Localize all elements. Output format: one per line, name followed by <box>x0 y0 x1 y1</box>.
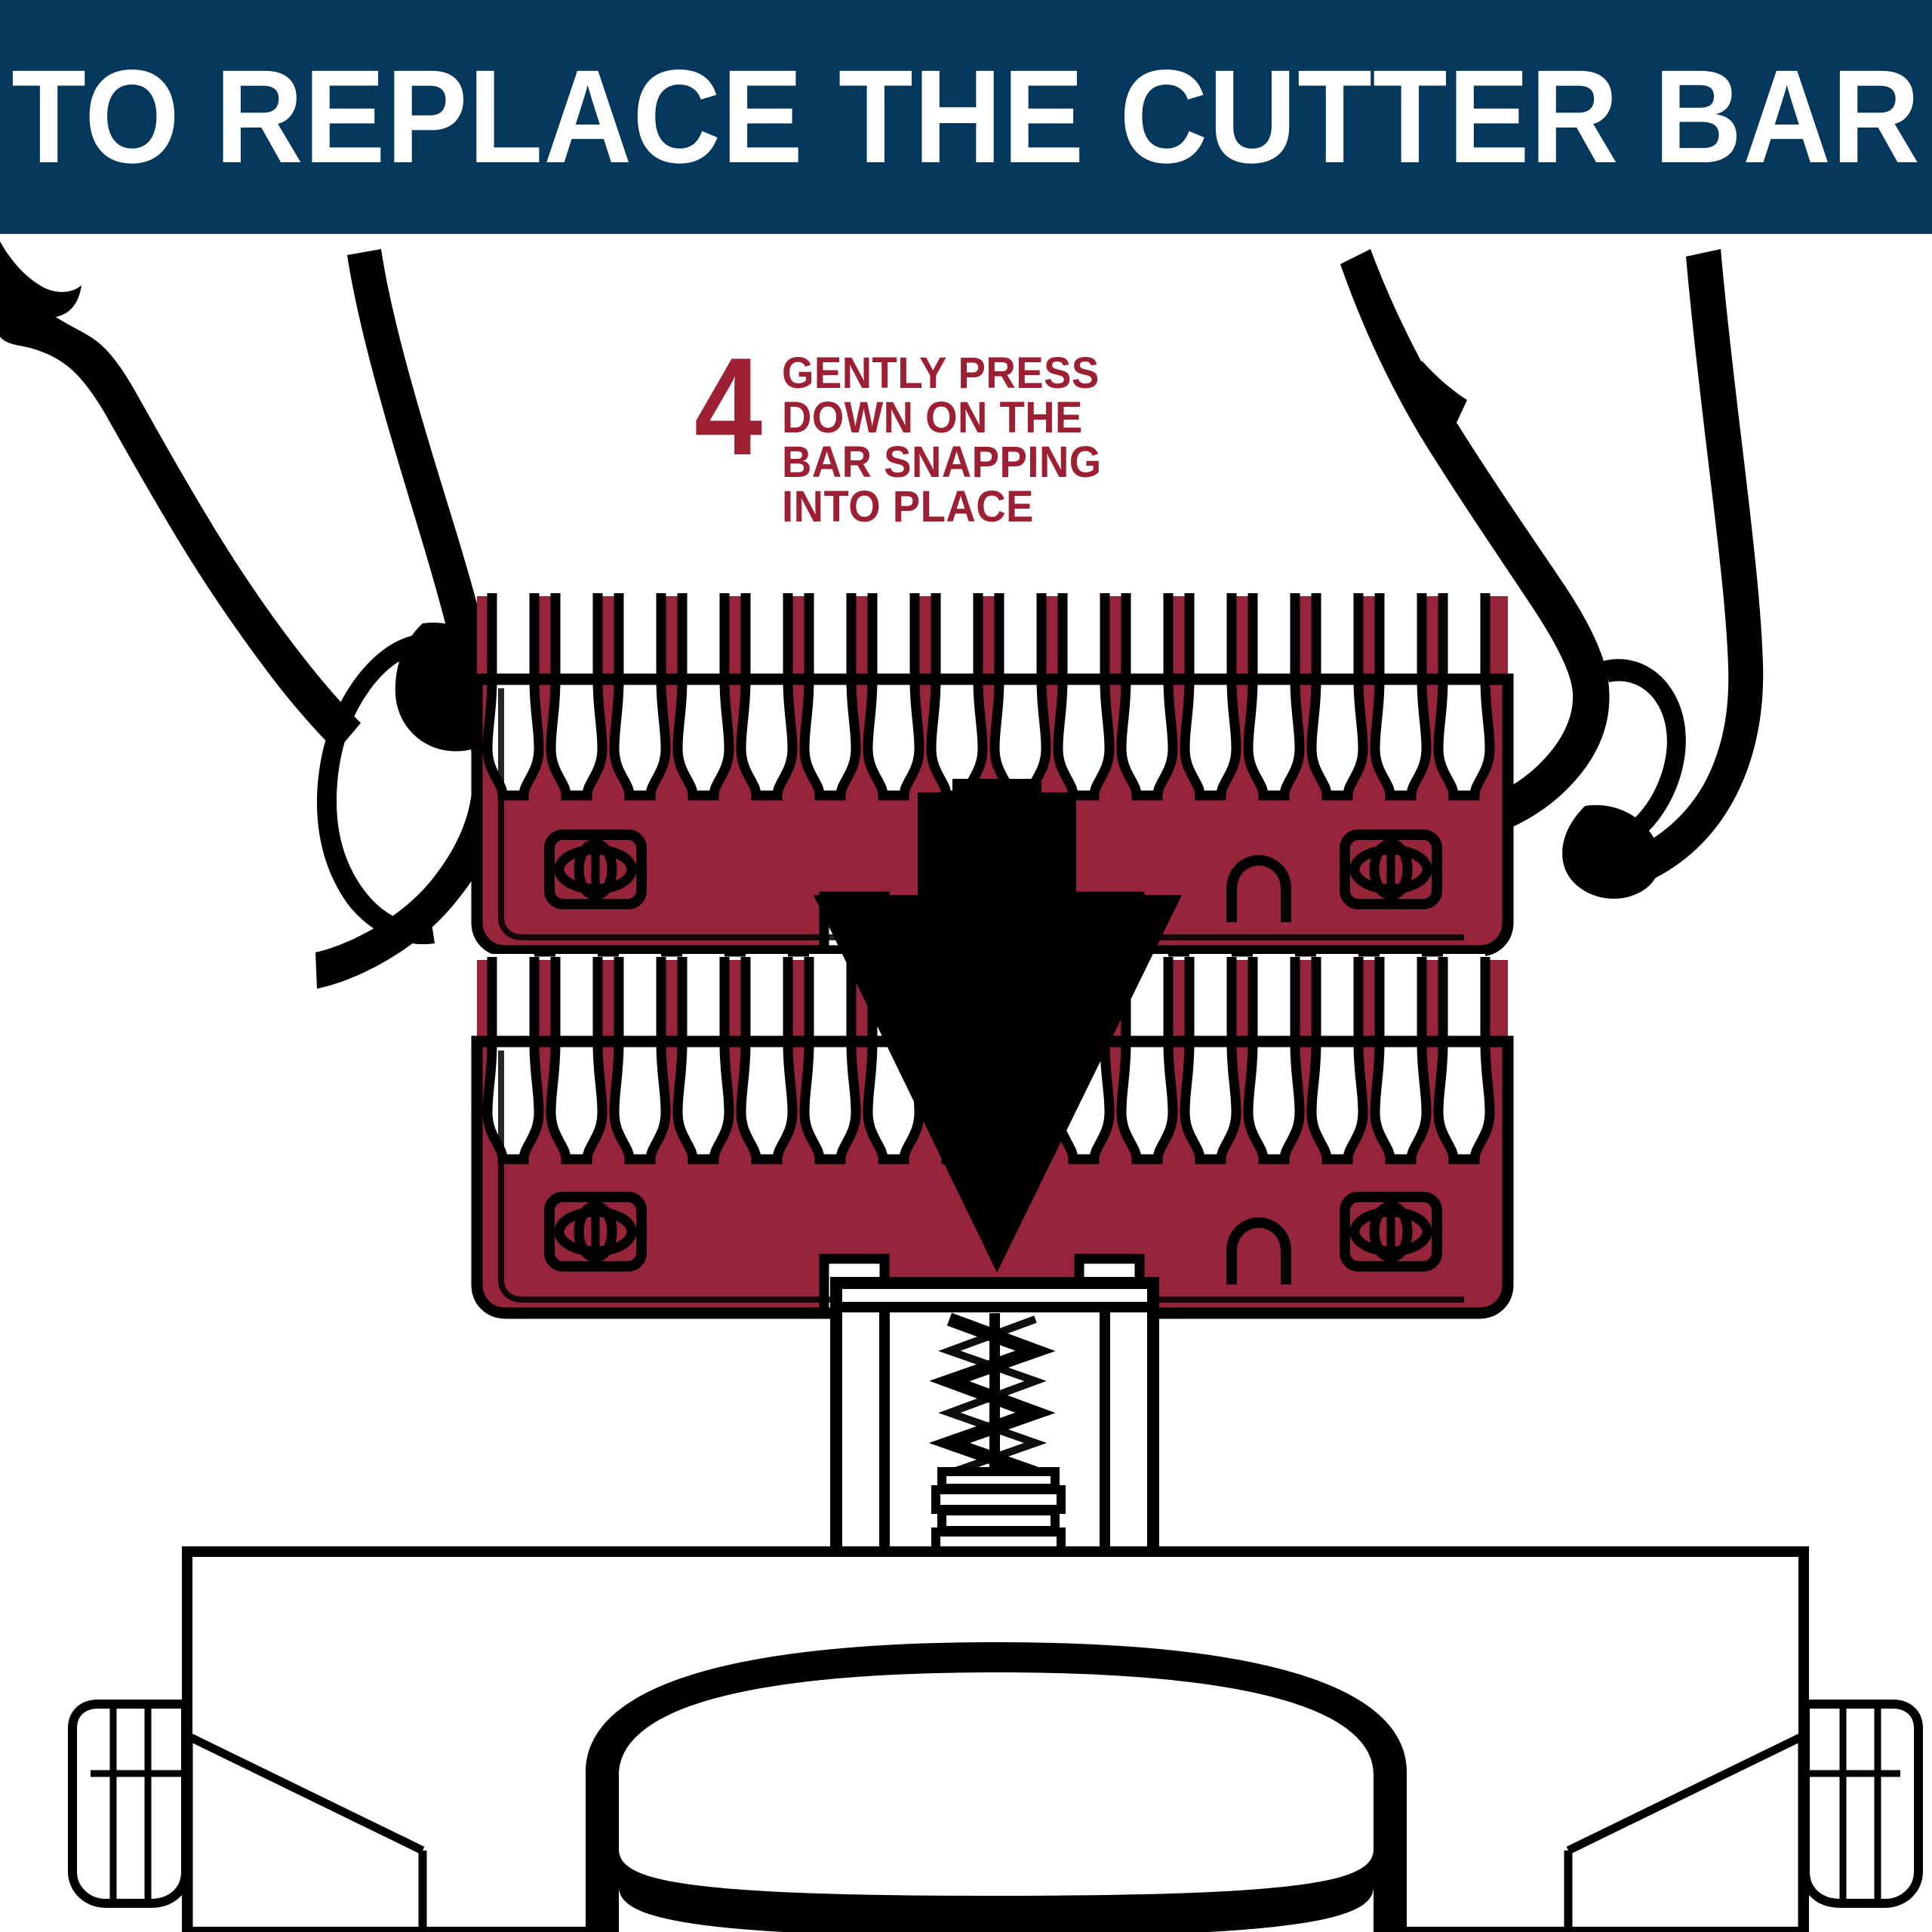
lower-bar-teeth <box>488 954 1490 1159</box>
lower-bar-left-detail-icon <box>544 1192 647 1272</box>
press-down-arrow <box>814 779 1182 1272</box>
step-line-3: BAR SNAPPING <box>782 438 1103 488</box>
lower-cutter-bar <box>471 954 1514 1319</box>
step-instruction-text: GENTLY PRESS DOWN ON THE BAR SNAPPING IN… <box>782 343 1122 530</box>
page-title: TO REPLACE THE CUTTER BAR <box>11 43 1921 191</box>
upper-bar-right-detail-icon <box>1340 829 1442 909</box>
upper-bar-left-detail-icon <box>544 829 647 909</box>
upper-bar-teeth-outline <box>482 593 1495 801</box>
step-line-1: GENTLY PRESS <box>782 349 1100 398</box>
right-hand-fingers <box>1340 249 1764 899</box>
left-hand-thumb <box>0 242 513 989</box>
spring-assembly <box>830 1277 1159 1561</box>
trimmer-body <box>68 1546 1923 1932</box>
upper-cutter-bar <box>471 590 1514 957</box>
step-callout: 4 GENTLY PRESS DOWN ON THE BAR SNAPPING … <box>694 328 1223 530</box>
step-line-4: INTO PLACE <box>782 482 1035 532</box>
header-banner: TO REPLACE THE CUTTER BAR <box>0 0 1932 234</box>
step-line-2: DOWN ON THE <box>782 393 1084 443</box>
step-number: 4 <box>694 328 762 484</box>
lower-bar-teeth-outline <box>482 957 1495 1164</box>
lower-bar-right-detail-icon <box>1340 1192 1442 1272</box>
upper-bar-teeth <box>488 590 1490 795</box>
